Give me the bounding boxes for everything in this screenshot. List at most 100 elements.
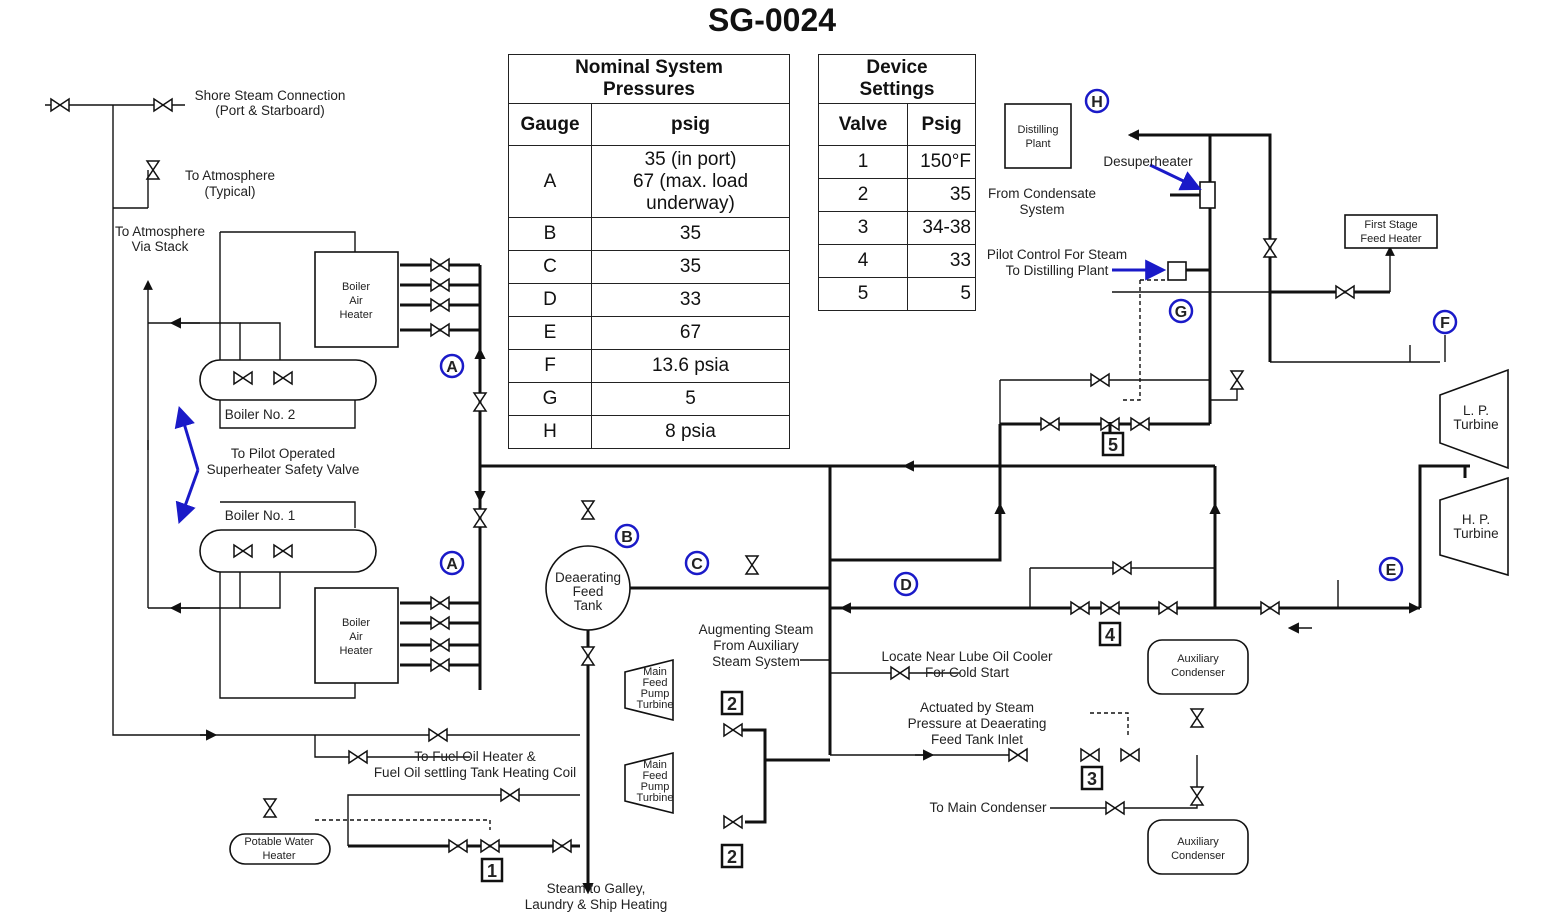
gauge-a: A (439, 353, 465, 379)
valve-tag-5: 5 (1101, 431, 1125, 457)
valve-tags: 1 2 2 3 4 5 (480, 431, 1125, 883)
boiler-air-heater-upper (314, 251, 399, 348)
gauge-col-header: Gauge (508, 103, 592, 146)
distilling-plant (1004, 103, 1072, 169)
valve-tag-2: 2 (720, 843, 744, 869)
gauge-label: A (446, 556, 458, 573)
label-steam-to-galley: Steam to Galley,Laundry & Ship Heating (525, 881, 668, 912)
valve-tag-label: 1 (487, 861, 497, 881)
device-psig-cell: 150°F (907, 145, 976, 179)
gauge-label: B (621, 529, 633, 546)
gauge-label: A (446, 359, 458, 376)
device-psig-col-header: Psig (907, 103, 976, 146)
aux-condenser-lower (1147, 819, 1249, 875)
gauge-d: D (893, 571, 919, 597)
desuperheater (1199, 181, 1216, 209)
label-boiler-no1: Boiler No. 1 (225, 508, 296, 523)
psig-cell: 33 (591, 283, 790, 317)
valve-tag-1: 1 (480, 857, 504, 883)
lp-turbine (1439, 368, 1509, 470)
label-desuperheater: Desuperheater (1103, 154, 1193, 169)
gauge-b: B (614, 523, 640, 549)
boiler-air-heater-lower (314, 587, 399, 684)
valve-tag-label: 3 (1087, 769, 1097, 789)
device-psig-cell: 5 (907, 277, 976, 311)
device-psig-cell: 33 (907, 244, 976, 278)
equipment (199, 103, 1509, 875)
gauge-label: H (1091, 94, 1103, 111)
gauge-cell: H (508, 415, 592, 449)
gauge-cell: F (508, 349, 592, 383)
label-lp-turbine: L. P.Turbine (1453, 403, 1498, 432)
deaerating-tank (545, 545, 631, 631)
diagram-labels: Shore Steam Connection(Port & Starboard)… (115, 88, 1499, 912)
gauge-e: E (1378, 556, 1404, 582)
gauge-label: G (1175, 304, 1187, 321)
valve-tag-3: 3 (1080, 765, 1104, 791)
feed-pump-turbine-upper (624, 658, 674, 722)
label-to-atmosphere: To Atmosphere(Typical) (185, 168, 275, 199)
psig-col-header: psig (591, 103, 790, 146)
psig-cell: 13.6 psia (591, 349, 790, 383)
feed-pump-turbine-lower (624, 751, 674, 815)
valve-cell: 3 (818, 211, 908, 245)
label-hp-turbine: H. P.Turbine (1453, 512, 1498, 541)
gauge-label: C (691, 556, 703, 573)
gauge-g: G (1168, 298, 1194, 324)
first-stage-feed-heater (1344, 214, 1438, 249)
gauge-c: C (684, 550, 710, 576)
valve-tag-label: 4 (1105, 625, 1115, 645)
pilot-control-box (1167, 261, 1187, 281)
diagram-title: SG-0024 (707, 2, 837, 38)
device-psig-cell: 35 (907, 178, 976, 212)
annotation-arrows (174, 163, 1202, 524)
label-fuel-oil-heater: To Fuel Oil Heater &Fuel Oil settling Ta… (374, 749, 576, 780)
valve-tag-2: 2 (720, 690, 744, 716)
gauge-label: E (1386, 562, 1397, 579)
gauge-h: H (1084, 88, 1110, 114)
valve-tag-label: 2 (727, 694, 737, 714)
valve-tag-4: 4 (1098, 621, 1122, 647)
label-boiler-no2: Boiler No. 2 (225, 407, 296, 422)
gauge-label: D (900, 577, 912, 594)
gauge-f: F (1432, 309, 1458, 335)
gauge-cell: D (508, 283, 592, 317)
valve-cell: 5 (818, 277, 908, 311)
potable-water-heater (229, 833, 331, 865)
label-to-main-condenser: To Main Condenser (929, 800, 1047, 815)
psig-cell: 8 psia (591, 415, 790, 449)
valve-tag-label: 5 (1108, 435, 1118, 455)
gauge-markers: A A B C D E F G H (439, 88, 1458, 597)
